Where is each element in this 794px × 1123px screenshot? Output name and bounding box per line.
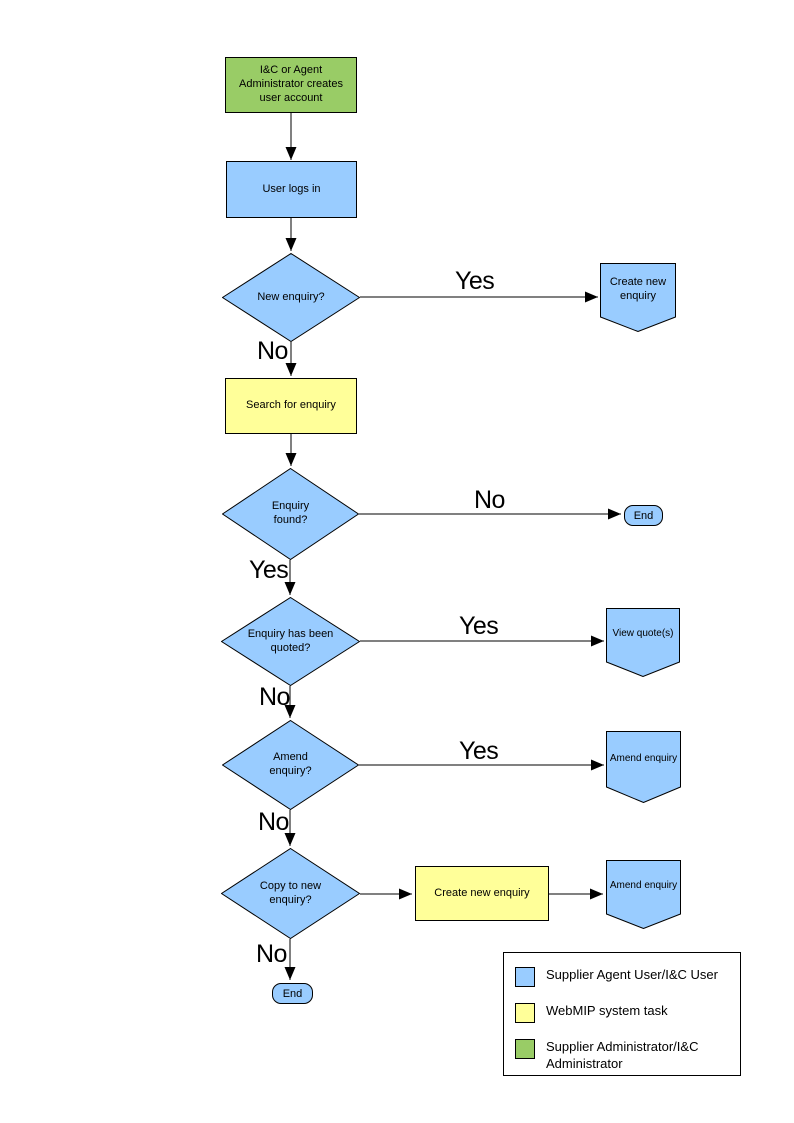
node-view-quotes: View quote(s): [606, 608, 680, 677]
node-label: Enquiry found?: [271, 500, 310, 526]
terminator-end-bottom: End: [272, 983, 313, 1004]
decision-copy-to-new-enquiry: Copy to new enquiry?: [221, 848, 360, 939]
edge-label-amend-no: No: [258, 808, 289, 836]
node-create-new-enquiry-system: Create new enquiry: [415, 866, 549, 921]
edge-label-enquiry-found-no: No: [474, 486, 505, 514]
legend-swatch-system: [515, 1003, 535, 1023]
decision-enquiry-quoted: Enquiry has been quoted?: [221, 597, 360, 686]
node-user-logs-in: User logs in: [226, 161, 357, 218]
decision-enquiry-found: Enquiry found?: [222, 468, 359, 560]
diamond-shape: [221, 597, 360, 686]
edge-label-quoted-yes: Yes: [459, 612, 499, 640]
node-label: Copy to new enquiry?: [259, 879, 322, 906]
pentagon-shape: [606, 608, 680, 677]
edge-label-enquiry-found-yes: Yes: [249, 556, 289, 584]
node-label: View quote(s): [612, 628, 674, 640]
legend-swatch-user: [515, 967, 535, 987]
node-label: Search for enquiry: [246, 399, 336, 412]
node-create-user-account: I&C or Agent Administrator creates user …: [225, 57, 357, 113]
edge-label-new-enquiry-no: No: [257, 337, 288, 365]
node-label: Create new enquiry: [609, 275, 667, 302]
legend-label-user: Supplier Agent User/I&C User: [546, 967, 718, 982]
node-label: User logs in: [262, 182, 321, 195]
node-label: Amend enquiry: [609, 752, 678, 764]
node-label: New enquiry?: [257, 290, 325, 303]
legend: Supplier Agent User/I&C User WebMIP syst…: [503, 952, 741, 1076]
legend-item-user: Supplier Agent User/I&C User: [515, 967, 730, 987]
node-create-new-enquiry-user: Create new enquiry: [600, 263, 676, 332]
pentagon-shape: [600, 263, 676, 332]
terminator-end-right: End: [624, 505, 663, 526]
node-label: Create new enquiry: [434, 886, 530, 899]
pentagon-shape: [606, 860, 681, 929]
node-search-for-enquiry: Search for enquiry: [225, 378, 357, 434]
legend-item-system: WebMIP system task: [515, 1003, 730, 1023]
diamond-shape: [222, 720, 359, 810]
node-amend-enquiry-2: Amend enquiry: [606, 860, 681, 929]
decision-amend-enquiry: Amend enquiry?: [222, 720, 359, 810]
edge-label-quoted-no: No: [259, 683, 290, 711]
legend-item-admin: Supplier Administrator/I&C Administrator: [515, 1039, 730, 1073]
node-label: Enquiry has been quoted?: [247, 627, 334, 654]
legend-label-system: WebMIP system task: [546, 1003, 668, 1018]
legend-label-admin: Supplier Administrator/I&C Administrator: [546, 1039, 699, 1071]
edge-label-copy-no: No: [256, 940, 287, 968]
node-amend-enquiry-1: Amend enquiry: [606, 731, 681, 803]
diamond-shape: [222, 468, 359, 560]
node-label: Amend enquiry?: [269, 751, 312, 777]
decision-new-enquiry: New enquiry?: [222, 253, 360, 342]
node-label: End: [282, 987, 303, 1000]
legend-swatch-admin: [515, 1039, 535, 1059]
diamond-shape: [222, 253, 360, 342]
edge-label-new-enquiry-yes: Yes: [455, 267, 495, 295]
node-label: I&C or Agent Administrator creates user …: [239, 64, 343, 104]
node-label: Amend enquiry: [609, 880, 678, 892]
node-label: End: [633, 509, 654, 522]
edge-label-amend-yes: Yes: [459, 737, 499, 765]
diamond-shape: [221, 848, 360, 939]
pentagon-shape: [606, 731, 681, 803]
